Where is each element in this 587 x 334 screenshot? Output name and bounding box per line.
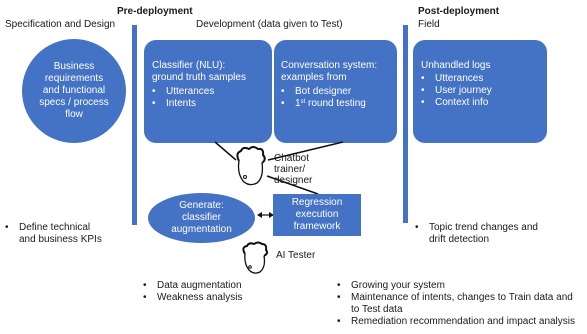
connector-line xyxy=(214,141,237,161)
conversation-item: Bot designer xyxy=(279,86,366,98)
regression-line: Regression xyxy=(291,197,343,208)
generate-augmentation-ellipse: Generate: classifier augmentation xyxy=(148,193,255,243)
augmentation-list: Data augmentation Weakness analysis xyxy=(141,280,242,304)
generate-line: augmentation xyxy=(171,224,232,235)
pre-deployment-heading: Pre-deployment xyxy=(117,6,193,17)
unhandled-items: Utterances User journey Context info xyxy=(419,73,492,109)
conversation-subtitle: examples from xyxy=(281,72,347,83)
post-deployment-heading: Post-deployment xyxy=(418,6,500,17)
conversation-system-box: Conversation system: examples from Bot d… xyxy=(274,40,397,143)
classifier-items: Utterances Intents xyxy=(150,86,214,110)
double-arrow-icon xyxy=(257,212,274,218)
growing-item: Maintenance of intents, changes to Train… xyxy=(335,292,575,316)
ai-tester-label: AI Tester xyxy=(276,250,316,261)
regression-line: execution xyxy=(295,209,339,220)
circle-line: specs / process xyxy=(39,97,109,108)
business-requirements-circle: Business requirements and functional spe… xyxy=(22,39,126,143)
conversation-title: Conversation system: xyxy=(281,60,378,71)
classifier-item: Intents xyxy=(150,98,214,110)
regression-line: framework xyxy=(293,221,341,232)
classifier-subtitle: ground truth samples xyxy=(152,72,246,83)
conversation-items: Bot designer 1st round testing xyxy=(279,86,366,110)
unhandled-item: User journey xyxy=(419,85,492,97)
generate-line: classifier xyxy=(182,212,221,223)
circle-line: and functional xyxy=(42,85,106,96)
growing-item: Growing your system xyxy=(335,280,575,292)
connector-line xyxy=(266,175,319,195)
connector-line xyxy=(267,141,344,161)
augmentation-item: Data augmentation xyxy=(141,280,242,292)
spec-design-label: Specification and Design xyxy=(5,19,116,30)
unhandled-title: Unhandled logs xyxy=(421,60,491,71)
circle-line: Business xyxy=(53,61,95,72)
classifier-title: Classifier (NLU): xyxy=(152,60,226,71)
development-label: Development (data given to Test) xyxy=(196,19,343,30)
regression-framework-box: Regression execution framework xyxy=(273,194,361,236)
pre-deployment-divider xyxy=(132,25,137,225)
person-icon xyxy=(236,146,266,186)
growing-item: Remediation recommendation and impact an… xyxy=(335,316,575,328)
field-label: Field xyxy=(418,19,440,30)
unhandled-item: Context info xyxy=(419,97,492,109)
circle-line: requirements xyxy=(44,73,104,84)
generate-line: Generate: xyxy=(179,200,224,211)
augmentation-item: Weakness analysis xyxy=(141,292,242,304)
conversation-item: 1st round testing xyxy=(279,98,366,110)
growing-system-list: Growing your system Maintenance of inten… xyxy=(335,280,575,328)
chatbot-trainer-label: Chatbot trainer/ designer xyxy=(274,153,313,186)
unhandled-item: Utterances xyxy=(419,73,492,85)
person-icon xyxy=(242,241,269,274)
classifier-item: Utterances xyxy=(150,86,214,98)
post-deployment-divider xyxy=(403,25,408,223)
classifier-box: Classifier (NLU): ground truth samples U… xyxy=(144,40,272,143)
circle-line: flow xyxy=(65,109,83,120)
unhandled-logs-box: Unhandled logs Utterances User journey C… xyxy=(413,40,547,143)
